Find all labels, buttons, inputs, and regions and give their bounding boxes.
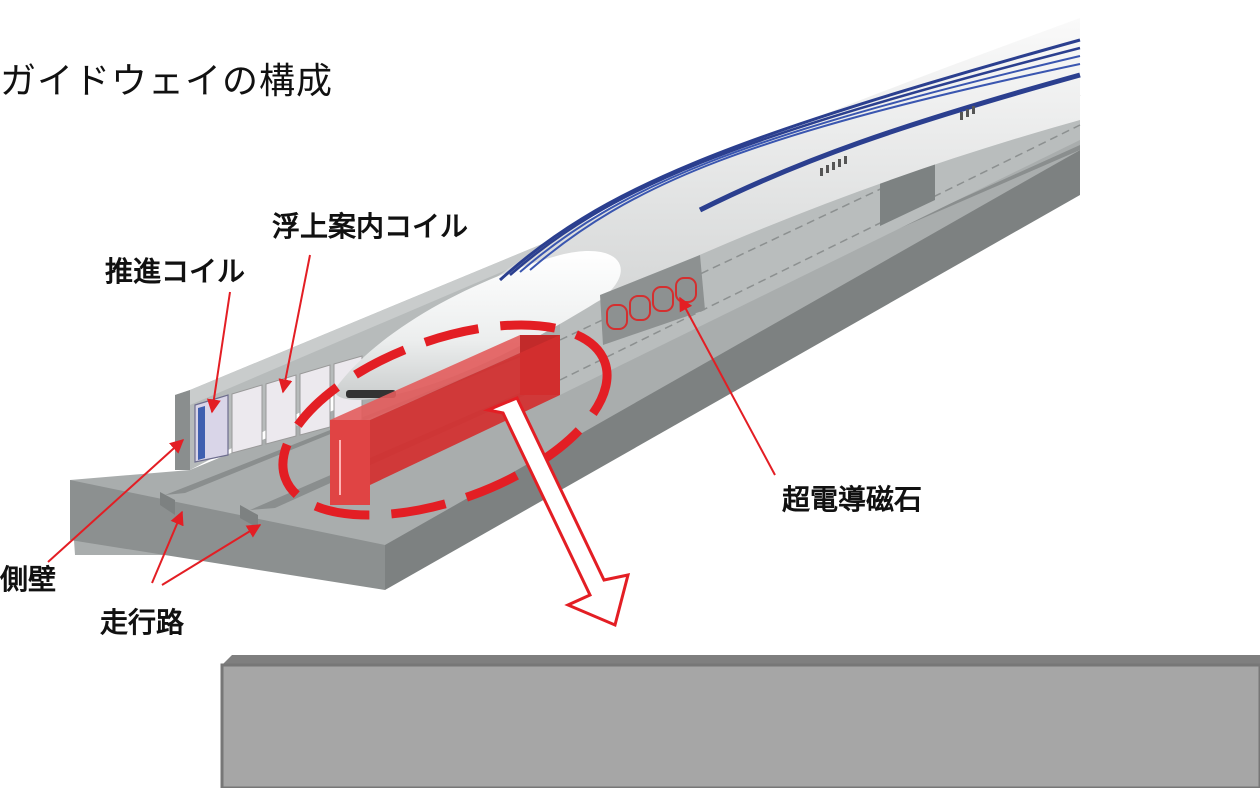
- maglev-train: [335, 18, 1081, 400]
- page-title: ガイドウェイの構成: [0, 61, 334, 102]
- side-wall-label: 側壁: [0, 563, 57, 596]
- propulsion-coil-label: 推進コイル: [105, 255, 246, 288]
- leader-lines: [47, 254, 776, 586]
- magnet-block-highlight: [330, 335, 560, 505]
- hollow-down-arrow: [482, 396, 631, 628]
- running-path-label: 走行路: [100, 606, 185, 639]
- sc-magnet-label: 超電導磁石: [782, 483, 923, 516]
- bottom-box: [220, 655, 1260, 788]
- levitation-coil-label: 浮上案内コイル: [272, 210, 469, 243]
- highlight-ellipse: [278, 320, 612, 520]
